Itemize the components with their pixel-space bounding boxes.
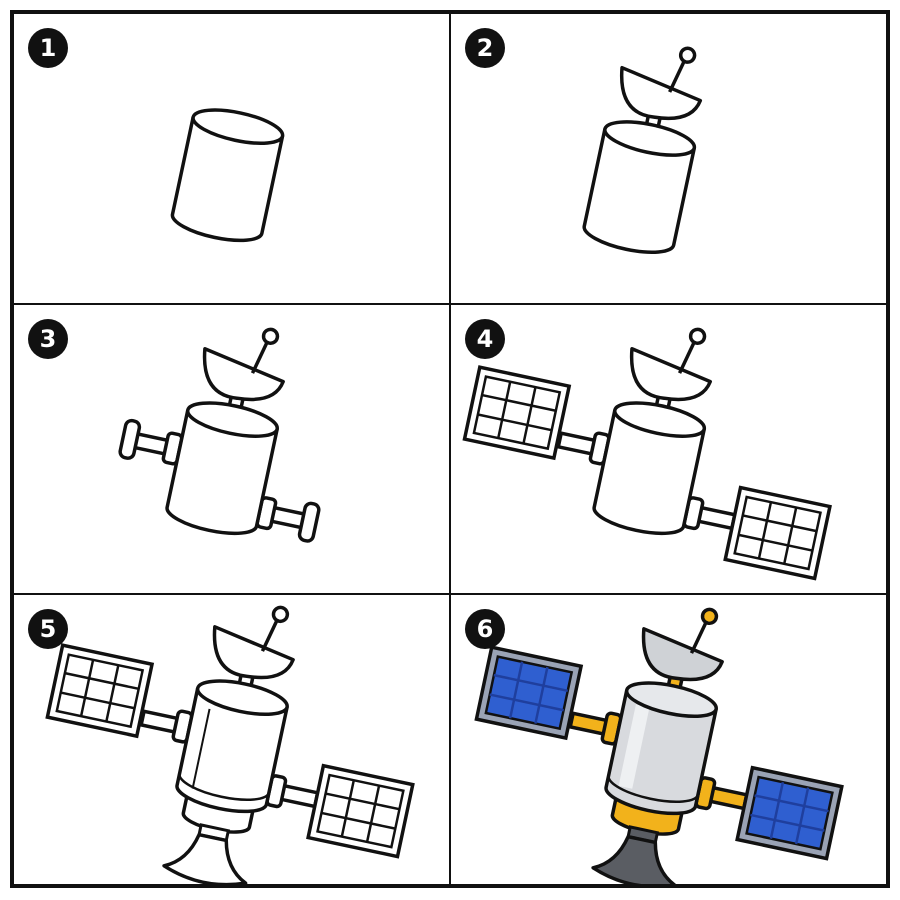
satellite-drawing-step-5 bbox=[45, 595, 415, 884]
satellite-drawing-step-3 bbox=[118, 314, 321, 543]
solar-panel-right bbox=[306, 763, 415, 859]
step-panel-5: 5 bbox=[13, 594, 450, 885]
step-number-badge: 1 bbox=[28, 28, 68, 68]
thruster-nozzle bbox=[591, 799, 684, 884]
step-number-badge: 5 bbox=[28, 609, 68, 650]
step-panel-6: 6 bbox=[450, 594, 887, 885]
step-panel-4: 4 bbox=[450, 303, 887, 595]
satellite-drawing-step-4 bbox=[462, 314, 832, 581]
solar-panel-right bbox=[735, 765, 844, 861]
solar-panel-left bbox=[45, 643, 155, 739]
satellite-drawing-step-1 bbox=[170, 108, 285, 243]
step-panel-3: 3 bbox=[13, 303, 450, 595]
step-panel-2: 2 bbox=[450, 13, 887, 304]
solar-panel-left bbox=[474, 645, 584, 741]
satellite-drawing-step-6 bbox=[474, 607, 844, 884]
solar-panel-left bbox=[462, 364, 572, 460]
steps-grid: 1 2 3 bbox=[10, 10, 890, 888]
solar-panel-right bbox=[723, 485, 832, 581]
satellite-drawing-step-2 bbox=[579, 33, 713, 261]
step-number-badge: 2 bbox=[465, 28, 505, 68]
step-number-badge: 4 bbox=[465, 318, 505, 359]
thruster-nozzle bbox=[162, 797, 255, 884]
step-number-badge: 3 bbox=[28, 318, 68, 359]
step-panel-1: 1 bbox=[13, 13, 450, 304]
step-number-badge: 6 bbox=[465, 609, 505, 650]
